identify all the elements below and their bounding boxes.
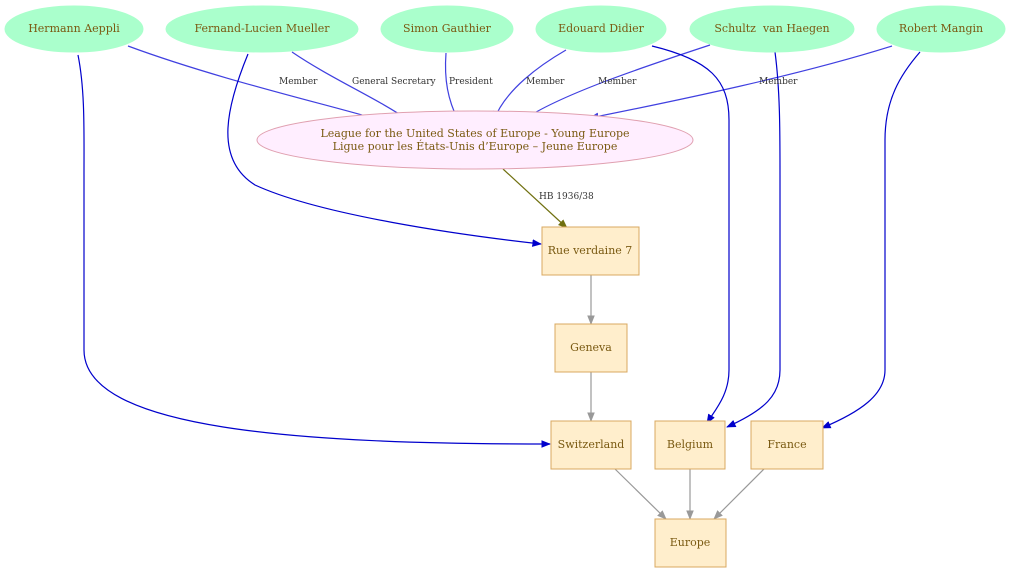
- node-switzerland[interactable]: Switzerland: [550, 420, 632, 470]
- node-label: Schultz van Haegen: [714, 22, 829, 35]
- label-mueller-league: General Secretary: [352, 77, 436, 87]
- label-aeppli-league: Member: [279, 77, 318, 87]
- edges-places: [502, 168, 765, 520]
- node-label-line2: Ligue pour les États-Unis d’Europe – Jeu…: [333, 139, 618, 153]
- node-europe[interactable]: Europe: [654, 518, 727, 568]
- label-league-rue: HB 1936/38: [539, 192, 594, 202]
- node-rue-verdaine-7[interactable]: Rue verdaine 7: [541, 226, 640, 276]
- edge-haegen-league: [522, 44, 711, 121]
- edge-aeppli-league: [127, 45, 384, 123]
- node-edouard-didier[interactable]: Edouard Didier: [535, 5, 667, 53]
- node-label: Hermann Aeppli: [28, 22, 120, 35]
- edge-switzerland-europe: [614, 468, 667, 520]
- person-nodes: Hermann Aeppli Fernand-Lucien Mueller Si…: [4, 5, 1006, 53]
- label-didier-league: Member: [526, 77, 565, 87]
- node-fernand-lucien-mueller[interactable]: Fernand-Lucien Mueller: [165, 5, 359, 53]
- edges-membership: [127, 44, 893, 123]
- edge-labels: Member General Secretary President Membe…: [279, 77, 798, 202]
- node-league-young-europe[interactable]: League for the United States of Europe -…: [256, 110, 694, 170]
- node-label: Europe: [670, 536, 711, 549]
- node-label: Rue verdaine 7: [548, 244, 633, 257]
- edge-league-rue: [502, 168, 568, 229]
- label-gauthier-league: President: [449, 77, 493, 87]
- node-simon-gauthier[interactable]: Simon Gauthier: [380, 5, 514, 53]
- place-nodes: Rue verdaine 7 Geneva Switzerland Belgiu…: [541, 226, 824, 568]
- edge-aeppli-switzerland: [77, 54, 551, 448]
- label-mangin-league: Member: [759, 77, 798, 87]
- edge-mangin-league: [589, 45, 893, 121]
- node-label: Fernand-Lucien Mueller: [194, 22, 330, 35]
- node-label: Switzerland: [558, 438, 625, 451]
- edge-mangin-france: [821, 51, 921, 429]
- edge-haegen-belgium: [726, 51, 781, 428]
- node-label: Belgium: [667, 438, 714, 451]
- edge-didier-belgium: [651, 45, 730, 424]
- edges-location: [77, 45, 921, 448]
- node-schultz-van-haegen[interactable]: Schultz van Haegen: [689, 5, 855, 53]
- node-hermann-aeppli[interactable]: Hermann Aeppli: [4, 5, 144, 53]
- node-label-line1: League for the United States of Europe -…: [320, 127, 629, 140]
- node-belgium[interactable]: Belgium: [654, 420, 726, 470]
- node-label: Geneva: [570, 341, 612, 354]
- label-haegen-league: Member: [598, 77, 637, 87]
- node-label: Simon Gauthier: [403, 22, 492, 35]
- node-france[interactable]: France: [750, 420, 824, 470]
- node-label: France: [767, 438, 806, 451]
- node-label: Robert Mangin: [899, 22, 983, 35]
- node-geneva[interactable]: Geneva: [554, 323, 628, 373]
- node-robert-mangin[interactable]: Robert Mangin: [876, 5, 1006, 53]
- node-label: Edouard Didier: [558, 22, 645, 35]
- edge-mueller-rue: [227, 53, 542, 247]
- edge-france-europe: [713, 468, 765, 520]
